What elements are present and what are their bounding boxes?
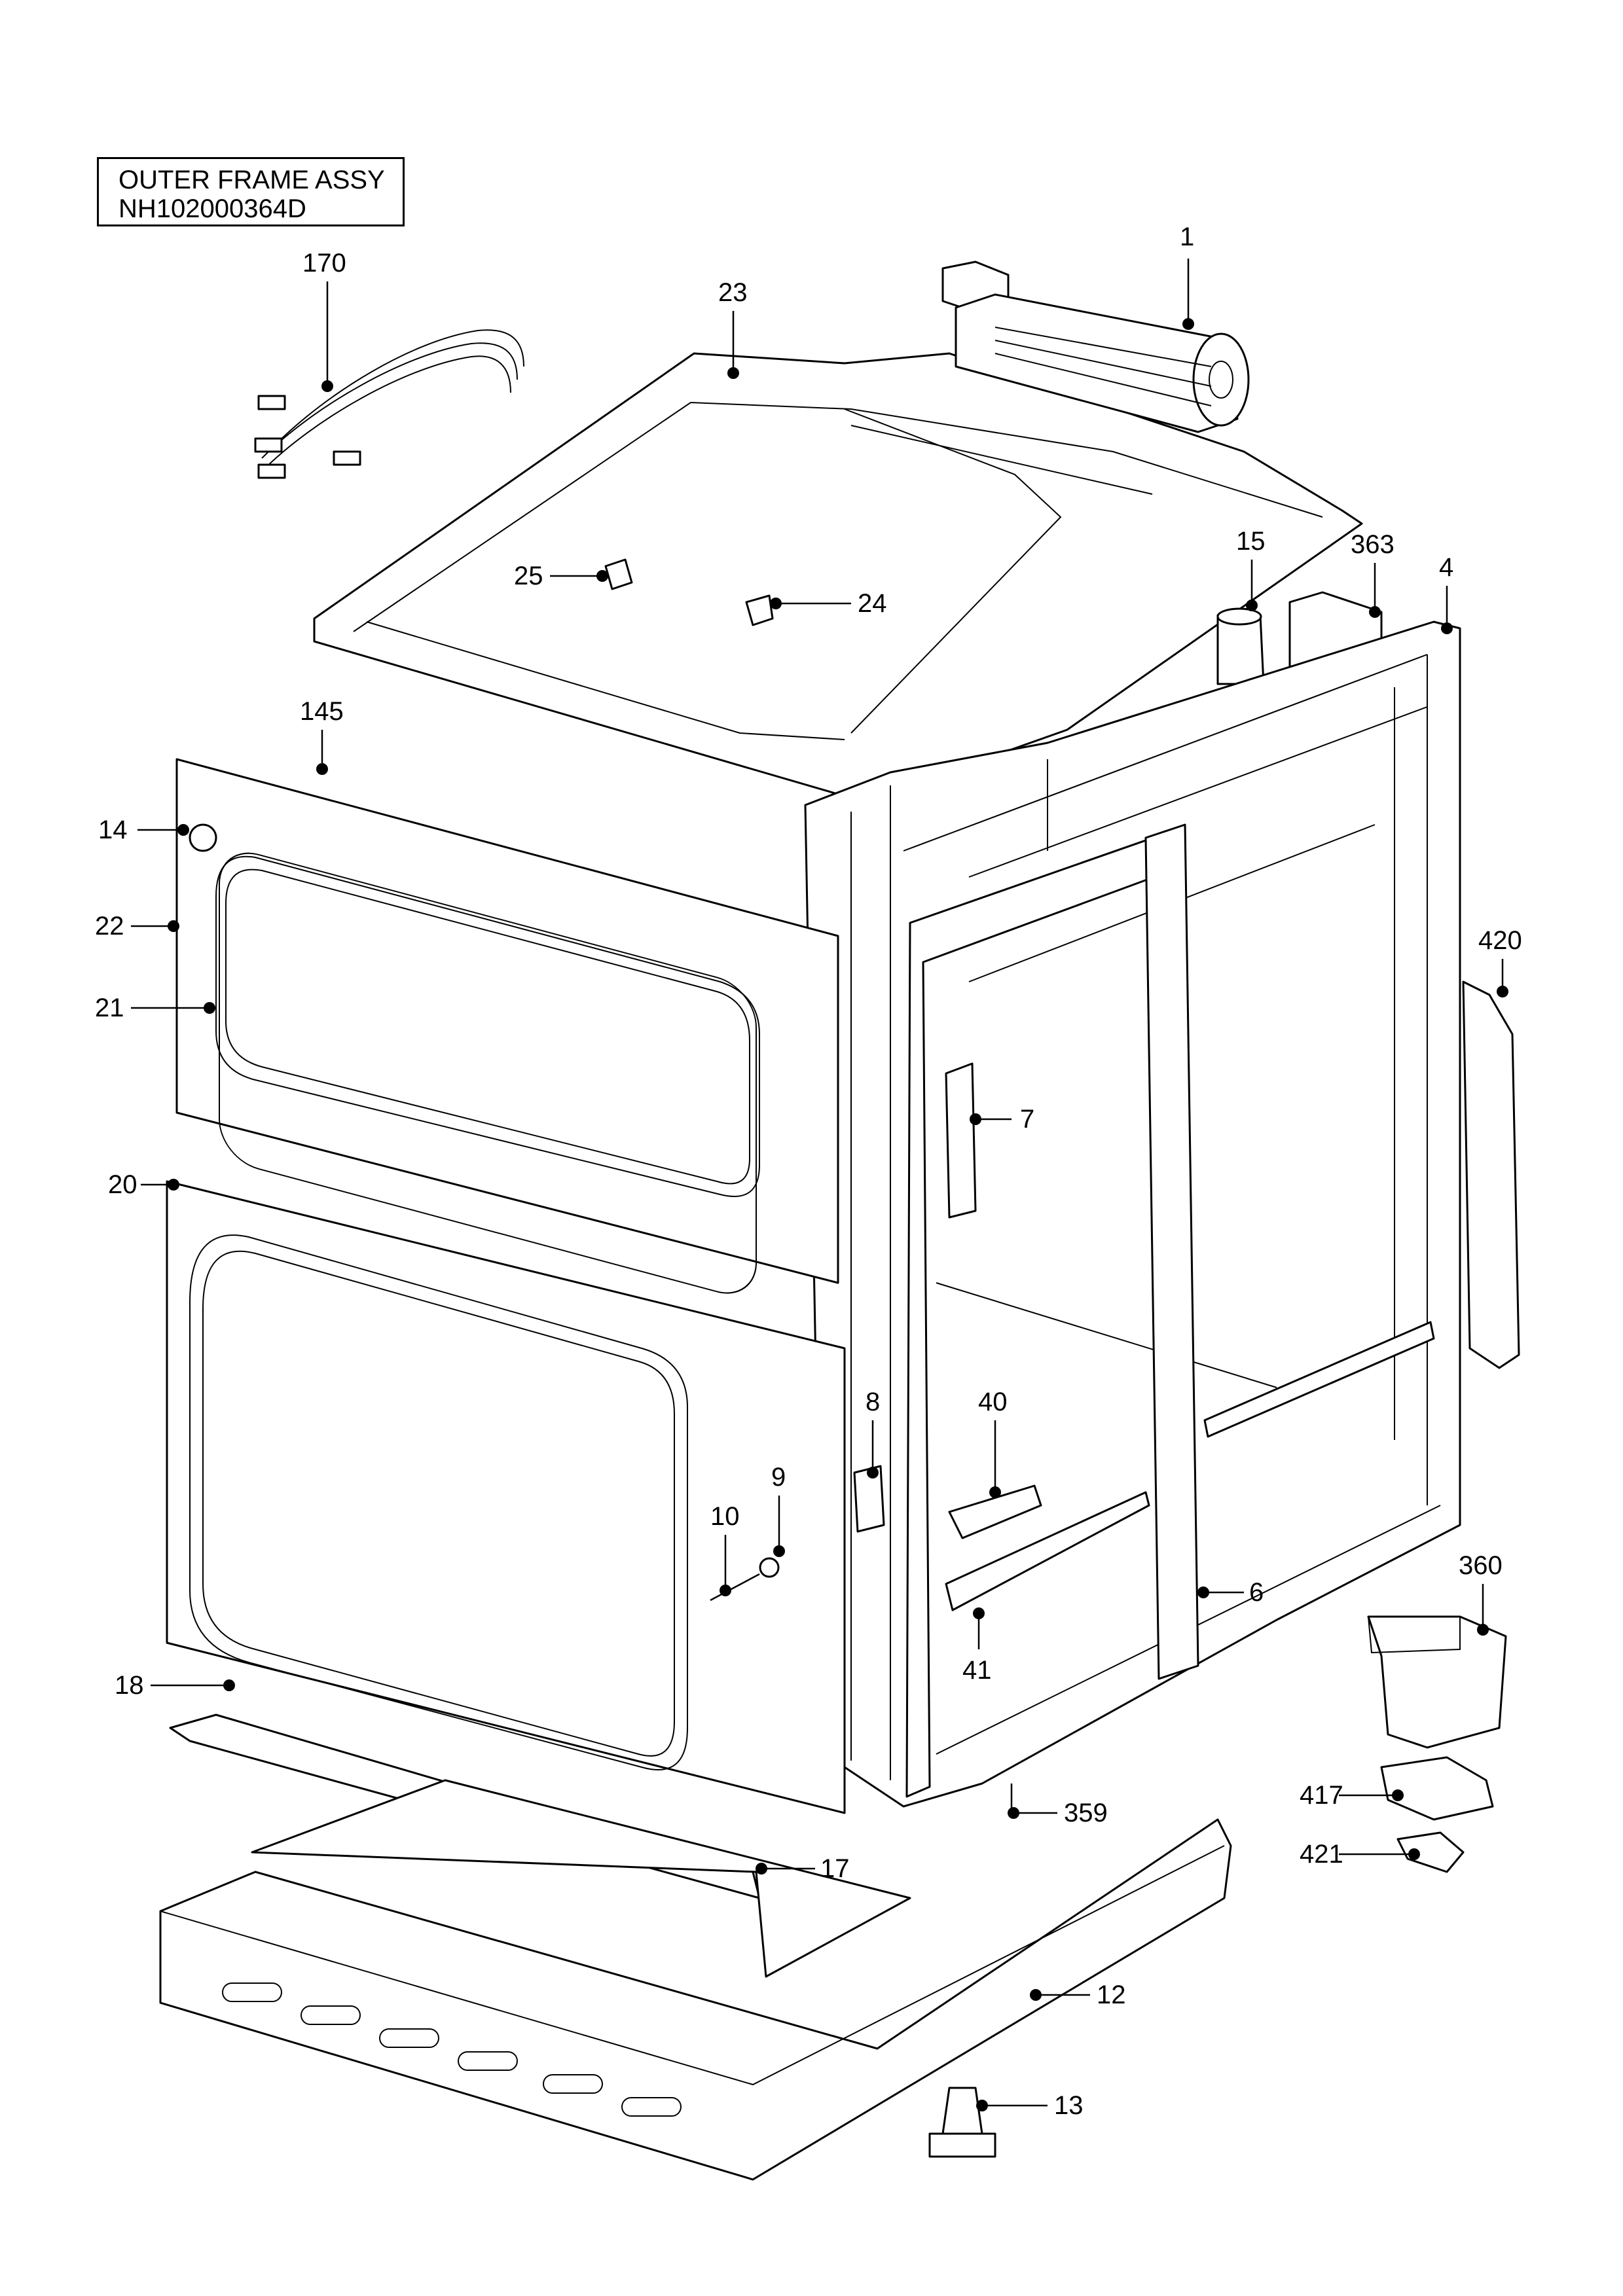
svg-text:363: 363 (1351, 530, 1395, 559)
svg-text:17: 17 (820, 1854, 850, 1883)
svg-text:145: 145 (300, 697, 344, 726)
svg-text:170: 170 (302, 249, 346, 278)
adjustable-foot-part (928, 2087, 996, 2158)
runner-rail-part (945, 1491, 1150, 1611)
outer-frame-body-part (804, 620, 1461, 1808)
svg-text:4: 4 (1439, 553, 1453, 582)
top-cover-part (313, 352, 1363, 803)
base-tray-part (159, 1818, 1232, 2181)
svg-text:14: 14 (98, 816, 128, 844)
callout-20: 20 (108, 1170, 179, 1199)
svg-text:23: 23 (718, 278, 748, 307)
grommet-part (189, 823, 217, 852)
svg-text:6: 6 (1249, 1578, 1264, 1607)
svg-text:13: 13 (1054, 2091, 1084, 2120)
callout-359: 359 (1008, 1784, 1108, 1827)
shelf-bracket-part (948, 1484, 1042, 1539)
callout-10: 10 (710, 1502, 740, 1596)
callout-12: 12 (1030, 1981, 1126, 2009)
callout-9: 9 (771, 1463, 786, 1557)
callout-40: 40 (978, 1388, 1008, 1498)
hinge-bracket-part (1380, 1756, 1494, 1821)
callout-13: 13 (976, 2091, 1084, 2120)
callout-group: 1 170 23 15 363 4 25 24 (95, 223, 1522, 2120)
svg-text:20: 20 (108, 1170, 137, 1199)
door-switch-part (945, 1062, 977, 1219)
upper-runner-rail-part (1203, 1321, 1435, 1438)
lower-door-seal-part (189, 1234, 688, 1770)
lower-front-panel-part (166, 1180, 846, 1814)
svg-text:7: 7 (1020, 1105, 1034, 1134)
callout-22: 22 (95, 912, 179, 941)
svg-text:24: 24 (858, 589, 887, 618)
svg-text:12: 12 (1097, 1981, 1126, 2009)
svg-text:360: 360 (1459, 1551, 1503, 1580)
terminal-block-part (1367, 1615, 1507, 1749)
callout-420: 420 (1478, 926, 1522, 997)
svg-text:41: 41 (962, 1656, 992, 1685)
svg-text:8: 8 (866, 1388, 880, 1416)
callout-363: 363 (1351, 530, 1395, 618)
upper-door-seal-part (215, 855, 760, 1197)
callout-4: 4 (1439, 553, 1453, 634)
hinge-clip-part (1396, 1831, 1465, 1873)
callout-360: 360 (1459, 1551, 1503, 1636)
svg-text:15: 15 (1236, 527, 1266, 556)
svg-text:21: 21 (95, 994, 124, 1022)
callout-421: 421 (1300, 1840, 1420, 1869)
callout-8: 8 (866, 1388, 880, 1479)
svg-text:22: 22 (95, 912, 124, 941)
svg-text:10: 10 (710, 1502, 740, 1531)
title-line-1: OUTER FRAME ASSY (119, 166, 385, 194)
title-box: OUTER FRAME ASSY NH102000364D (97, 157, 405, 226)
callout-41: 41 (962, 1607, 992, 1685)
clip-24-part (745, 594, 774, 626)
title-line-2: NH102000364D (119, 194, 306, 223)
callout-24: 24 (770, 589, 887, 618)
callout-170: 170 (302, 249, 346, 392)
upper-front-panel-part (175, 758, 839, 1294)
svg-text:18: 18 (115, 1671, 144, 1700)
callout-6: 6 (1197, 1578, 1264, 1607)
svg-text:359: 359 (1064, 1799, 1108, 1827)
wiring-harness-part (254, 329, 524, 479)
callout-17: 17 (756, 1854, 850, 1883)
callout-18: 18 (115, 1671, 235, 1700)
callout-21: 21 (95, 994, 215, 1022)
clip-25-part (604, 558, 633, 590)
svg-text:421: 421 (1300, 1840, 1343, 1869)
bottom-trim-part (169, 1713, 911, 1978)
thermostat-probe-part (710, 1557, 780, 1602)
callout-15: 15 (1236, 527, 1266, 611)
callout-14: 14 (98, 816, 189, 844)
svg-text:9: 9 (771, 1463, 786, 1492)
callout-25: 25 (514, 562, 608, 590)
exhaust-duct-part (1216, 607, 1265, 685)
fan-motor-part (941, 260, 1250, 433)
svg-text:420: 420 (1478, 926, 1522, 955)
side-shield-part (1462, 980, 1520, 1369)
callout-23: 23 (718, 278, 748, 379)
front-flange-part (905, 823, 1199, 1798)
callout-417: 417 (1300, 1781, 1404, 1810)
callout-145: 145 (300, 697, 344, 775)
callout-1: 1 (1180, 223, 1194, 330)
svg-text:417: 417 (1300, 1781, 1343, 1810)
svg-text:40: 40 (978, 1388, 1008, 1416)
callout-7: 7 (970, 1105, 1034, 1134)
svg-text:1: 1 (1180, 223, 1194, 251)
svg-text:25: 25 (514, 562, 543, 590)
